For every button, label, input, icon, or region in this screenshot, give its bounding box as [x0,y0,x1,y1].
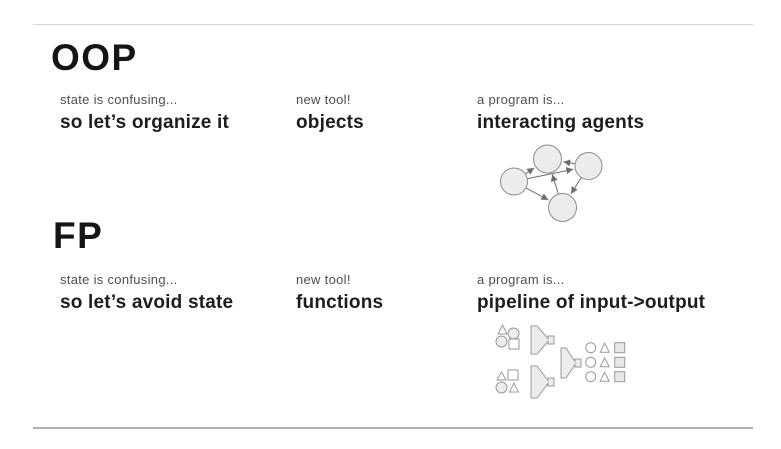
column-value: pipeline of input->output [477,292,706,313]
section-heading-oop: OOP [51,37,138,78]
column-label: a program is... [477,92,565,107]
output-square-icon [614,371,626,383]
interacting-agents-diagram-icon [500,144,603,222]
fp-column-tool: new tool! functions [296,272,383,314]
column-value: so let’s avoid state [60,292,234,313]
section-heading-fp: FP [53,215,104,256]
output-circle-icon [585,342,597,354]
input-circle-icon [495,381,508,394]
agent-node-circle [548,193,577,222]
output-square-icon [614,342,626,354]
funnel-function-icon [560,347,582,379]
agent-node-circle [500,167,528,196]
fp-column-problem: state is confusing... so let’s avoid sta… [60,272,233,314]
funnel-function-icon [530,325,555,355]
column-label: a program is... [477,272,565,287]
output-triangle-icon [599,342,611,353]
column-value: objects [296,112,364,133]
column-value: interacting agents [477,112,645,133]
column-label: state is confusing... [60,92,178,107]
input-square-icon [508,338,520,350]
oop-column-problem: state is confusing... so let’s organize … [60,92,229,134]
top-divider [33,24,753,25]
bottom-divider [33,427,753,429]
column-label: state is confusing... [60,272,178,287]
column-label: new tool! [296,272,351,287]
fp-column-program: a program is... pipeline of input->outpu… [477,272,705,314]
column-value: so let’s organize it [60,112,230,133]
input-triangle-icon [508,381,520,393]
column-label: new tool! [296,92,351,107]
input-square-icon [507,369,519,381]
funnel-function-icon [530,365,555,399]
input-triangle-icon [496,370,507,381]
input-circle-icon [507,327,520,340]
column-value: functions [296,292,384,313]
agent-node-circle [574,152,603,180]
input-triangle-icon [497,323,508,335]
output-triangle-icon [599,356,611,368]
pipeline-diagram-icon [495,323,626,399]
output-triangle-icon [599,371,611,382]
oop-column-program: a program is... interacting agents [477,92,644,134]
output-circle-icon [585,371,597,383]
agent-node-circle [533,144,562,174]
oop-column-tool: new tool! objects [296,92,364,134]
output-circle-icon [585,356,597,368]
output-square-icon [614,356,626,368]
input-circle-icon [495,335,508,348]
